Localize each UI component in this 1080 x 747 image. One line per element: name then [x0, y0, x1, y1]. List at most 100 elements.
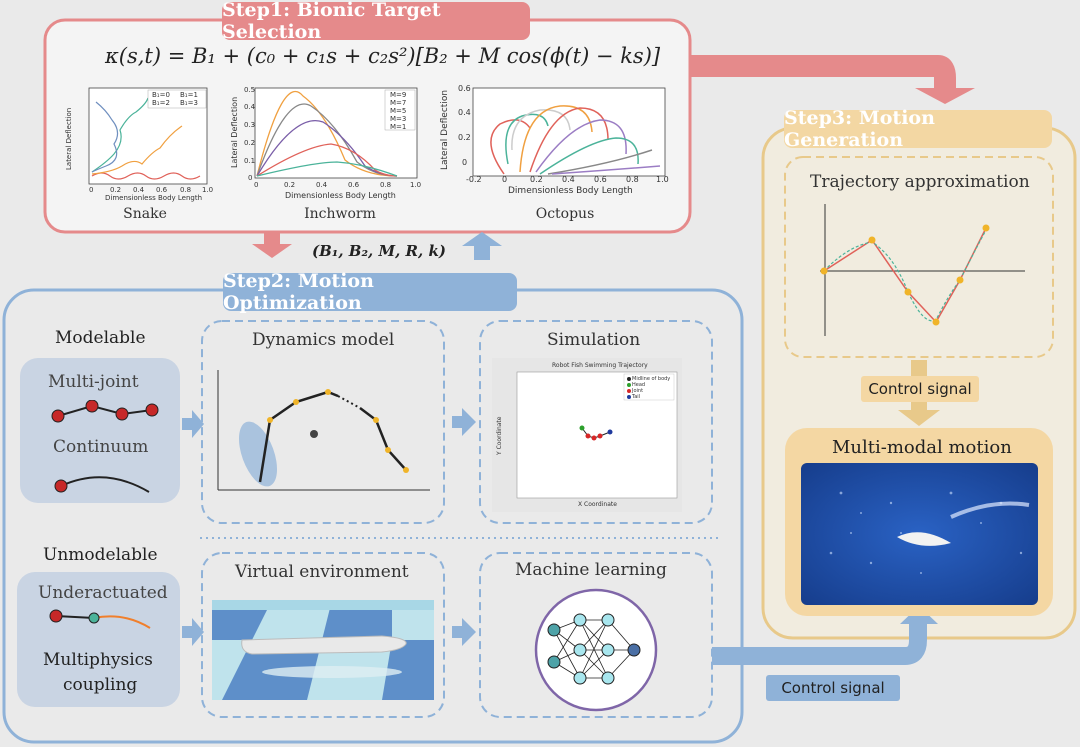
step3-title: Step3: Motion Generation: [784, 107, 1052, 151]
inchworm-caption: Inchworm: [304, 206, 376, 222]
multiphysics-label: Multiphysics: [43, 650, 153, 670]
inchworm-legend-3: M=3: [390, 115, 407, 123]
arrow-gold-down: [898, 410, 940, 426]
inchworm-ytick-0: 0: [248, 174, 253, 182]
inchworm-legend-4: M=1: [390, 123, 407, 131]
neural-network-icon: [534, 588, 658, 712]
inchworm-ytick-4: 0.4: [244, 103, 256, 111]
octopus-curve-6: [535, 119, 627, 173]
snake-ylabel: Lateral Deflection: [65, 107, 73, 170]
trajectory-segments: [823, 227, 987, 324]
robot-fish-in-water: [897, 532, 951, 546]
octopus-xtick-4: 0.6: [594, 175, 607, 184]
step1-title: Step1: Bionic Target Selection: [222, 0, 530, 43]
snake-curve-b3: [91, 101, 119, 173]
octopus-curve-8: [547, 149, 653, 175]
arrow-step1-to-step3-head: [915, 88, 975, 104]
inchworm-ylabel: Lateral Deflection: [230, 96, 239, 168]
sim-xlabel: X Coordinate: [578, 501, 617, 508]
trajectory-dashed-box: [784, 156, 1054, 358]
multimodal-photo: [801, 463, 1038, 605]
modelable-label: Modelable: [55, 328, 146, 348]
sim-ylabel: Y Coordinate: [496, 416, 503, 455]
octopus-plot: [472, 87, 666, 177]
underactuated-label: Underactuated: [38, 583, 168, 603]
snake-curve-b1: [91, 125, 183, 175]
snake-xtick-5: 1.0: [202, 186, 214, 194]
sim-legend-2: Joint: [632, 388, 644, 394]
curvature-equation: κ(s,t) = B₁ + (c₀ + c₁s + c₂s²)[B₂ + M c…: [105, 44, 661, 68]
arrow-down-red: [264, 232, 280, 244]
simulation-dashed-box: [479, 320, 713, 524]
control-signal-label-2: Control signal: [766, 675, 900, 701]
trajectory-curve: [823, 229, 987, 322]
simulation-title: Simulation: [547, 330, 641, 350]
octopus-curve-3: [511, 109, 571, 151]
snake-curve-b2: [91, 97, 149, 173]
snake-xtick-1: 0.2: [110, 186, 122, 194]
inchworm-xtick-4: 0.8: [380, 181, 392, 189]
trajectory-diagram: [820, 204, 1025, 336]
octopus-ylabel: Lateral Deflection: [440, 89, 450, 170]
inchworm-xtick-2: 0.4: [316, 181, 328, 189]
snake-curve-b0: [91, 172, 201, 180]
snake-xtick-4: 0.8: [180, 186, 192, 194]
snake-caption: Snake: [123, 206, 167, 222]
octopus-xtick-3: 0.4: [562, 175, 575, 184]
dynamics-diagram: [217, 370, 430, 491]
coupling-label: coupling: [63, 675, 138, 695]
control-signal-label-1: Control signal: [861, 376, 979, 402]
dynamics-dashed-box: [201, 320, 445, 524]
multimodal-title: Multi-modal motion: [832, 437, 1012, 458]
octopus-xtick-0: -0.2: [466, 175, 482, 184]
multijoint-icon: [51, 400, 159, 423]
inchworm-curve-m7: [256, 103, 398, 177]
octopus-caption: Octopus: [535, 206, 595, 222]
snake-legend-2: B₁=2: [152, 99, 170, 107]
inchworm-curve-m1: [256, 161, 398, 177]
octopus-xtick-1: 0: [502, 175, 508, 184]
dynamics-title: Dynamics model: [252, 330, 395, 350]
step2-title: Step2: Motion Optimization: [223, 270, 517, 314]
sim-legend-0: Midline of body: [632, 376, 671, 382]
arrow-step1-to-step3: [690, 55, 956, 90]
inchworm-plot: [254, 87, 418, 179]
snake-xlabel: Dimensionless Body Length: [105, 194, 203, 202]
snake-legend: [147, 89, 207, 109]
ml-dashed-box: [479, 552, 713, 718]
arrow-dyn-sim: [452, 408, 476, 436]
snake-xtick-2: 0.4: [133, 186, 145, 194]
underactuated-icon: [49, 609, 151, 629]
sim-legend-1: Head: [632, 382, 646, 388]
inchworm-ytick-5: 0.5: [244, 86, 256, 94]
parameter-set: (B₁, B₂, M, R, k): [312, 242, 446, 260]
arrow-ml-to-motion: [712, 622, 927, 665]
continuum-icon: [54, 476, 150, 493]
inchworm-xtick-1: 0.2: [284, 181, 296, 189]
snake-legend-3: B₁=3: [180, 99, 198, 107]
unmodelable-label: Unmodelable: [43, 545, 158, 565]
arrow-up-blue: [474, 246, 490, 260]
snake-legend-1: B₁=1: [180, 91, 198, 99]
sim-legend-3: Tail: [632, 394, 641, 400]
virtual-scene: [212, 600, 434, 700]
snake-plot: [88, 87, 208, 185]
arrow-ve-ml: [452, 618, 476, 646]
virtual-dashed-box: [201, 552, 445, 718]
inchworm-ytick-2: 0.2: [244, 139, 256, 147]
inchworm-legend: [384, 89, 416, 131]
snake-xtick-3: 0.6: [156, 186, 168, 194]
inchworm-xtick-3: 0.6: [348, 181, 360, 189]
octopus-curve-7: [539, 137, 639, 175]
octopus-ytick-2: 0.4: [458, 108, 471, 117]
snake-xtick-0: 0: [89, 186, 94, 194]
octopus-ytick-3: 0.6: [458, 84, 471, 93]
octopus-ytick-0: 0: [462, 158, 468, 167]
arrow-modelable: [182, 410, 204, 438]
inchworm-legend-0: M=9: [390, 91, 407, 99]
inchworm-legend-1: M=7: [390, 99, 407, 107]
multijoint-label: Multi-joint: [48, 372, 139, 392]
octopus-curve-5: [529, 107, 609, 173]
modelable-box: [20, 358, 180, 503]
virtual-title: Virtual environment: [235, 562, 409, 582]
